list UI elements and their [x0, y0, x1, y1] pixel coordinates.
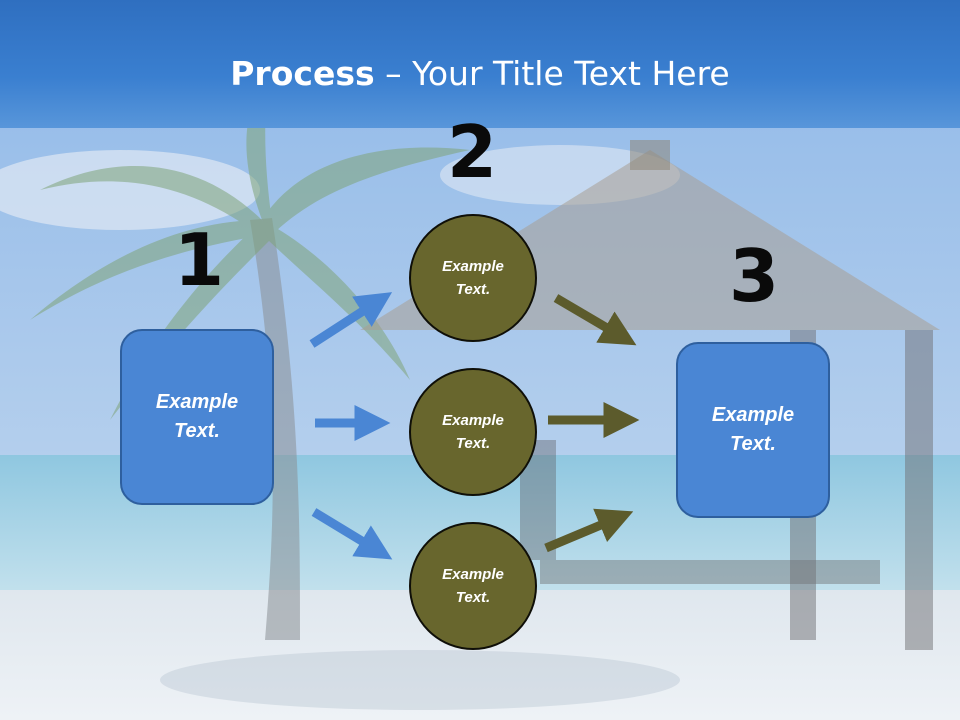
arrow-top-to-3	[553, 294, 637, 346]
step-2-circle-middle[interactable]: Example Text.	[409, 368, 537, 496]
step-1-box[interactable]: Example Text.	[120, 329, 274, 505]
step-1-text: Example Text.	[155, 391, 239, 442]
step-number-2: 2	[446, 110, 498, 194]
step-3-text: Example Text.	[711, 404, 795, 455]
circle-bottom-text: Example Text.	[442, 566, 504, 606]
arrow-bottom-to-3	[544, 508, 634, 553]
title-bold: Process	[230, 54, 375, 93]
step-3-box[interactable]: Example Text.	[676, 342, 830, 518]
step-2-circle-bottom[interactable]: Example Text.	[409, 522, 537, 650]
slide-title: Process – Your Title Text Here	[0, 52, 960, 96]
step-number-1: 1	[173, 218, 225, 302]
arrow-1-to-top	[309, 292, 393, 348]
arrow-1-to-bottom	[311, 508, 393, 560]
title-rest: – Your Title Text Here	[374, 54, 730, 93]
title-band	[0, 0, 960, 128]
step-2-circle-top[interactable]: Example Text.	[409, 214, 537, 342]
circle-middle-text: Example Text.	[442, 412, 504, 452]
circle-top-text: Example Text.	[442, 258, 504, 298]
step-number-3: 3	[728, 234, 780, 318]
